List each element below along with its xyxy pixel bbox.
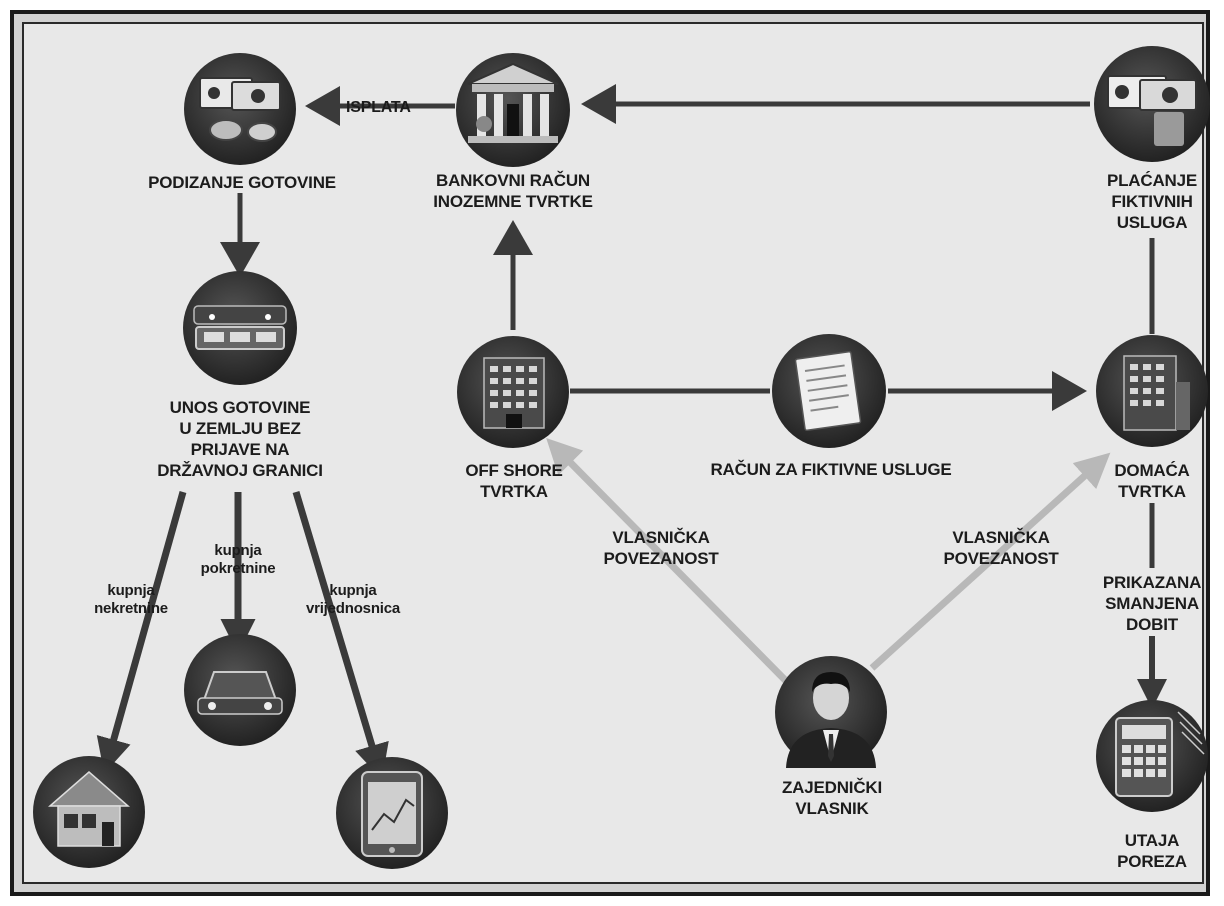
node-house: [33, 756, 145, 868]
money-payment-icon: [1107, 75, 1197, 146]
smuggling-line-1: UNOS GOTOVINE: [169, 398, 311, 417]
fictitious-payment-line-1: PLAĆANJE: [1106, 171, 1198, 190]
node-car: [184, 634, 296, 746]
smuggling-line-2: U ZEMLJU BEZ: [179, 419, 301, 438]
ownership-right-label: VLASNIČKA POVEZANOST: [936, 527, 1066, 569]
bank-icon: [467, 62, 559, 143]
node-owner: [775, 656, 887, 768]
node-cash: [184, 53, 296, 165]
domestic-label: DOMAĆA TVRTKA: [1096, 460, 1208, 502]
arrow-buy-securities: [292, 490, 389, 780]
node-bank: [456, 53, 570, 167]
calculator-icon: [1115, 711, 1205, 797]
buy-movables-label: kupnja pokretnine: [198, 542, 278, 578]
cash-icon: [199, 77, 281, 142]
office-building-icon: [1123, 355, 1190, 431]
owner-line-2: VLASNIK: [795, 799, 869, 818]
node-domestic: [1096, 335, 1208, 447]
tax-evasion-line-1: UTAJA: [1124, 831, 1180, 850]
domestic-line-1: DOMAĆA: [1114, 461, 1190, 480]
reduced-profit-line-2: SMANJENA: [1105, 594, 1199, 613]
invoice-label: RAČUN ZA FIKTIVNE USLUGE: [710, 460, 952, 479]
node-fictitious-payment: [1094, 46, 1210, 162]
businessman-icon: [786, 672, 876, 768]
buy-movables-line-2: pokretnine: [200, 560, 276, 577]
node-calculator: [1096, 700, 1208, 812]
tax-evasion-line-2: POREZA: [1117, 852, 1187, 871]
tablet-securities-icon: [361, 771, 423, 857]
arrow-owner-to-offshore: [546, 438, 793, 688]
ownership-left-line-1: VLASNIČKA: [612, 528, 710, 547]
ownership-left-label: VLASNIČKA POVEZANOST: [596, 527, 726, 569]
office-building-icon: [483, 357, 545, 429]
invoice-document-icon: [794, 350, 862, 432]
smuggling-label: UNOS GOTOVINE U ZEMLJU BEZ PRIJAVE NA DR…: [145, 397, 335, 481]
buy-securities-label: kupnja vrijednosnica: [294, 582, 412, 618]
fictitious-payment-label: PLAĆANJE FIKTIVNIH USLUGA: [1090, 170, 1214, 233]
node-invoice: [772, 334, 886, 448]
fictitious-payment-line-2: FIKTIVNIH: [1111, 192, 1193, 211]
fictitious-payment-line-3: USLUGA: [1116, 213, 1188, 232]
arrow-owner-to-domestic: [869, 452, 1111, 671]
node-car-smuggling: [183, 271, 297, 385]
offshore-line-2: TVRTKA: [480, 482, 548, 501]
buy-securities-line-2: vrijednosnica: [305, 600, 401, 617]
bank-label-line-1: BANKOVNI RAČUN: [436, 171, 590, 190]
cash-withdrawal-label: PODIZANJE GOTOVINE: [148, 173, 336, 192]
tax-evasion-label: UTAJA POREZA: [1106, 830, 1198, 872]
reduced-profit-line-3: DOBIT: [1126, 615, 1178, 634]
buy-movables-line-1: kupnja: [214, 542, 262, 559]
ownership-right-line-1: VLASNIČKA: [952, 528, 1050, 547]
owner-line-1: ZAJEDNIČKI: [781, 778, 882, 797]
connectors: [96, 84, 1167, 780]
offshore-line-1: OFF SHORE: [465, 461, 563, 480]
domestic-line-2: TVRTKA: [1118, 482, 1186, 501]
bank-label-line-2: INOZEMNE TVRTKE: [433, 192, 593, 211]
node-offshore: [457, 336, 569, 448]
reduced-profit-label: PRIKAZANA SMANJENA DOBIT: [1090, 572, 1214, 635]
ownership-left-line-2: POVEZANOST: [603, 549, 719, 568]
smuggling-line-4: DRŽAVNOJ GRANICI: [157, 461, 323, 480]
arrow-buy-house: [96, 491, 187, 774]
owner-label: ZAJEDNIČKI VLASNIK: [776, 777, 888, 819]
smuggling-line-3: PRIJAVE NA: [190, 440, 290, 459]
offshore-label: OFF SHORE TVRTKA: [454, 460, 574, 502]
buy-real-estate-label: kupnja nekretnine: [76, 582, 186, 618]
buy-real-estate-line-1: kupnja: [107, 582, 155, 599]
payout-label: ISPLATA: [346, 99, 411, 116]
buy-securities-line-1: kupnja: [329, 582, 377, 599]
reduced-profit-line-1: PRIKAZANA: [1102, 573, 1202, 592]
car-icon: [197, 671, 283, 715]
buy-real-estate-line-2: nekretnine: [94, 600, 168, 617]
node-tablet: [336, 757, 448, 869]
ownership-right-line-2: POVEZANOST: [943, 549, 1059, 568]
car-icon: [193, 305, 287, 350]
house-icon: [47, 771, 131, 847]
bank-label: BANKOVNI RAČUN INOZEMNE TVRTKE: [428, 170, 598, 212]
